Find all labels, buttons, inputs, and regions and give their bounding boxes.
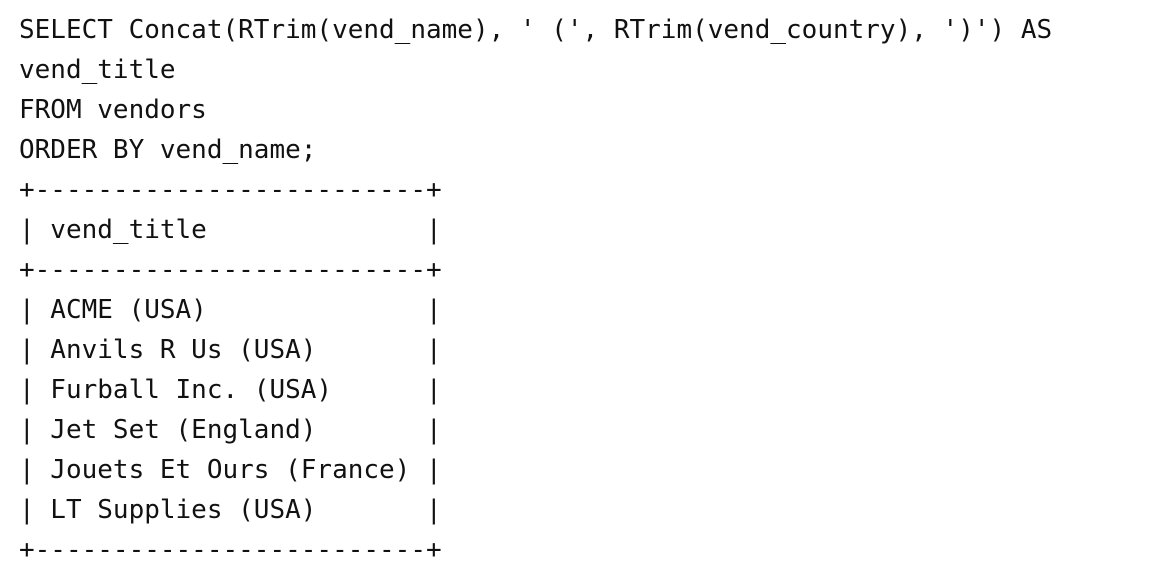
table-row: | Jet Set (England) | <box>19 415 442 445</box>
table-border-top: +-------------------------+ <box>19 175 442 205</box>
query-line-from: FROM vendors <box>19 95 207 125</box>
table-row: | Anvils R Us (USA) | <box>19 335 442 365</box>
result-table: +-------------------------+ | vend_title… <box>19 170 1152 570</box>
query-line-select: SELECT Concat(RTrim(vend_name), ' (', RT… <box>19 15 1053 45</box>
query-line-alias: vend_title <box>19 55 176 85</box>
query-line-order-by: ORDER BY vend_name; <box>19 135 317 165</box>
table-row: | Furball Inc. (USA) | <box>19 375 442 405</box>
table-header-separator: +-------------------------+ <box>19 255 442 285</box>
table-row: | Jouets Et Ours (France) | <box>19 455 442 485</box>
table-border-bottom: +-------------------------+ <box>19 535 442 565</box>
table-row: | ACME (USA) | <box>19 295 442 325</box>
table-row: | LT Supplies (USA) | <box>19 495 442 525</box>
table-header-row: | vend_title | <box>19 215 442 245</box>
